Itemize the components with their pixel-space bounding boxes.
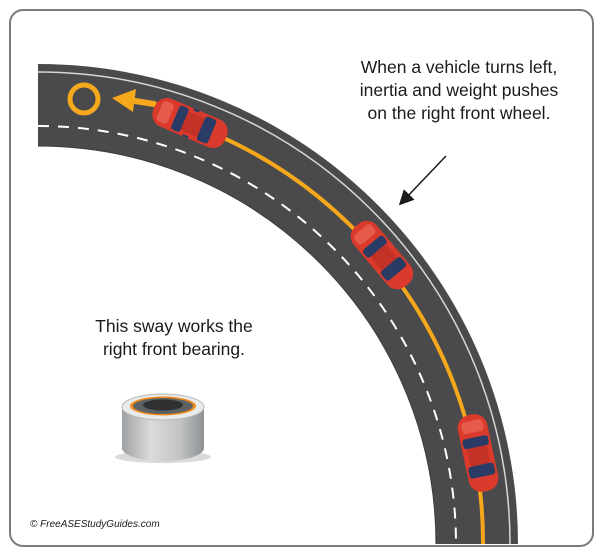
caption-line: inertia and weight pushes [359, 80, 559, 100]
car-1 [152, 97, 228, 149]
caption-line: on the right front wheel. [367, 103, 551, 123]
car-3 [457, 414, 499, 492]
direction-arrow-icon [112, 89, 157, 112]
caption-inertia: When a vehicle turns left, inertia and w… [324, 56, 594, 125]
caption-line: When a vehicle turns left, [360, 57, 558, 77]
caption-line: This sway works the [95, 316, 253, 336]
caption-bearing: This sway works the right front bearing. [66, 315, 282, 361]
copyright-notice: © FreeASEStudyGuides.com [30, 519, 160, 530]
road-edge-outer [37, 71, 511, 545]
caption-line: right front bearing. [102, 339, 246, 359]
wheel-bearing-icon [115, 393, 211, 463]
lane-dashes [37, 125, 457, 545]
force-arrow-icon [398, 155, 447, 206]
car-2 [350, 220, 414, 290]
road-edge-inner [37, 182, 400, 545]
curved-road [38, 64, 518, 544]
target-circle-icon [67, 82, 101, 116]
